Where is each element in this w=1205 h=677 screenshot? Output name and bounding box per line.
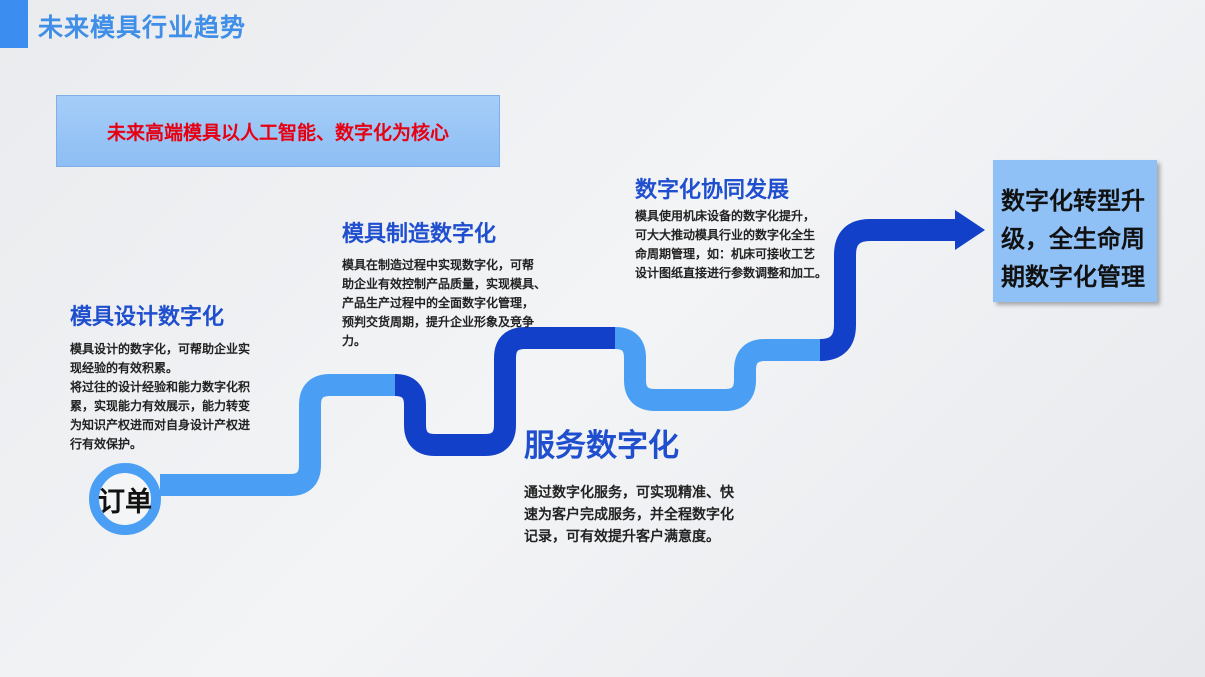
body-line: 助企业有效控制产品质量，实现模具、 xyxy=(342,277,547,291)
body-line: 模具使用机床设备的数字化提升， xyxy=(635,209,816,223)
body-line: 为知识产权进而对自身设计产权进 xyxy=(70,418,251,432)
core-banner: 未来高端模具以人工智能、数字化为核心 xyxy=(56,95,500,167)
step-service-title: 服务数字化 xyxy=(524,428,679,464)
body-line: 速为客户完成服务，并全程数字化 xyxy=(524,507,734,523)
start-node-label: 订单 xyxy=(98,486,152,518)
start-node-ring xyxy=(89,463,161,535)
body-line: 模具在制造过程中实现数字化，可帮 xyxy=(342,258,535,272)
body-line: 记录，可有效提升客户满意度。 xyxy=(524,529,720,545)
step-manufacture-title: 模具制造数字化 xyxy=(342,222,497,247)
arrow-head-icon xyxy=(955,210,985,250)
title-accent-bar xyxy=(0,0,28,48)
path-segment-dark-1 xyxy=(394,327,616,456)
step-collab-body: 模具使用机床设备的数字化提升， 可大大推动模具行业的数字化全生 命周期管理，如：… xyxy=(635,207,827,283)
goal-line: 级，全生命周 xyxy=(1001,225,1145,253)
body-line: 现经验的有效积累。 xyxy=(70,361,179,375)
step-collab-title: 数字化协同发展 xyxy=(635,178,790,203)
step-manufacture-body: 模具在制造过程中实现数字化，可帮 助企业有效控制产品质量，实现模具、 产品生产过… xyxy=(342,256,546,351)
body-line: 通过数字化服务，可实现精准、快 xyxy=(524,485,734,501)
body-line: 力。 xyxy=(342,334,367,348)
goal-box: 数字化转型升 级，全生命周 期数字化管理 xyxy=(993,160,1157,302)
step-design-body: 模具设计的数字化，可帮助企业实 现经验的有效积累。 将过往的设计经验和能力数字化… xyxy=(70,340,250,454)
body-line: 行有效保护。 xyxy=(70,437,143,451)
body-line: 设计图纸直接进行参数调整和加工。 xyxy=(635,266,828,280)
body-line: 命周期管理，如：机床可接收工艺 xyxy=(635,247,816,261)
goal-line: 期数字化管理 xyxy=(1001,263,1145,291)
path-segment-light-1 xyxy=(160,374,396,496)
body-line: 产品生产过程中的全面数字化管理， xyxy=(342,296,535,310)
path-segment-dark-2 xyxy=(819,219,958,361)
step-service-body: 通过数字化服务，可实现精准、快 速为客户完成服务，并全程数字化 记录，可有效提升… xyxy=(524,482,734,548)
page-title: 未来模具行业趋势 xyxy=(38,13,247,42)
path-segment-light-2 xyxy=(614,327,821,411)
body-line: 模具设计的数字化，可帮助企业实 xyxy=(70,342,251,356)
step-design-title: 模具设计数字化 xyxy=(70,305,225,330)
body-line: 将过往的设计经验和能力数字化积 xyxy=(70,380,251,394)
body-line: 预判交货周期，提升企业形象及竞争 xyxy=(342,315,535,329)
body-line: 累，实现能力有效展示，能力转变 xyxy=(70,399,251,413)
body-line: 可大大推动模具行业的数字化全生 xyxy=(635,228,816,242)
goal-line: 数字化转型升 xyxy=(1001,187,1145,215)
